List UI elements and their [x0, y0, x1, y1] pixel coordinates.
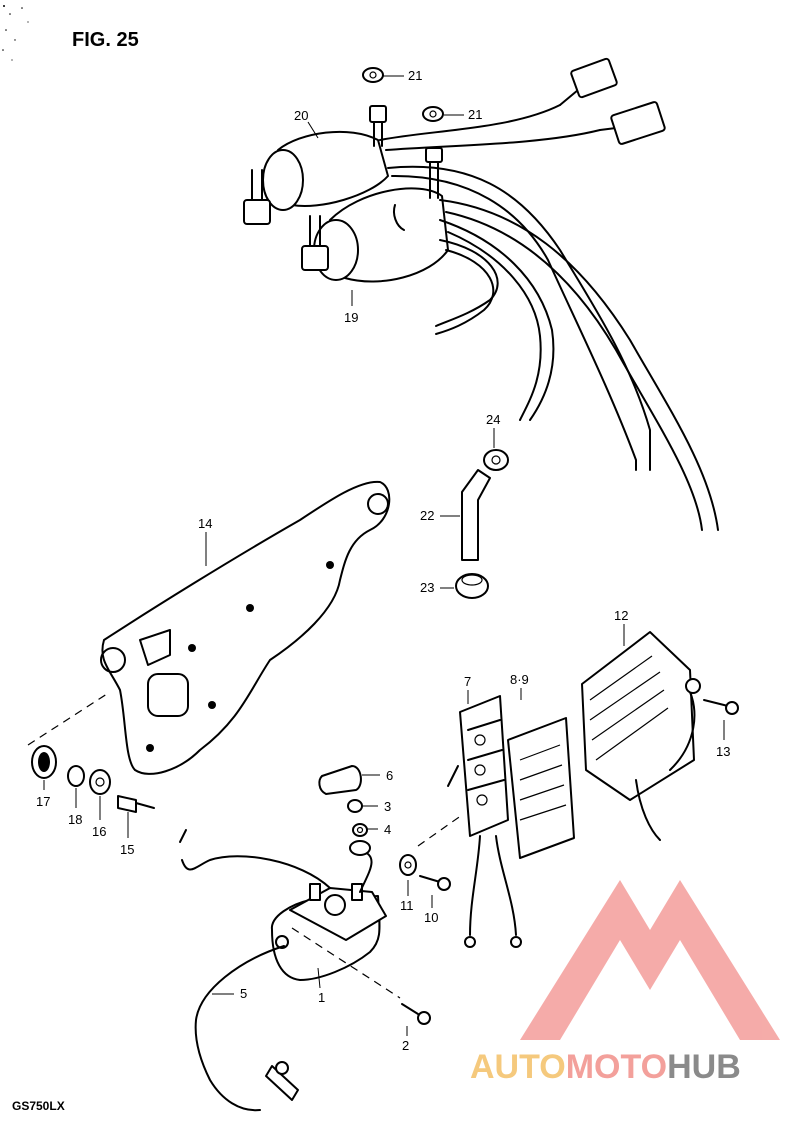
- fuse-cover-8-9: [507, 717, 575, 859]
- callout-17: 17: [36, 794, 50, 809]
- callout-8-9: 8·9: [510, 672, 529, 687]
- boot-23: [455, 573, 489, 599]
- bolt-2: [401, 1003, 431, 1025]
- fuse-box-wires: [464, 835, 522, 948]
- callout-20: 20: [294, 108, 308, 123]
- callout-22: 22: [420, 508, 434, 523]
- collar-18: [67, 765, 85, 787]
- leader-fuse-screw: [417, 814, 463, 847]
- plug-cap-24: [483, 449, 509, 471]
- ignition-coil-20: [243, 105, 389, 225]
- callout-3: 3: [384, 799, 391, 814]
- screw-10: [419, 875, 451, 891]
- watermark-auto: AUTO: [470, 1048, 566, 1086]
- watermark-hub: HUB: [667, 1048, 741, 1086]
- callout-21a: 21: [408, 68, 422, 83]
- nut-3: [347, 799, 363, 813]
- callout-1: 1: [318, 990, 325, 1005]
- starter-lead-5: [179, 829, 373, 1112]
- bracket-14: [100, 480, 391, 775]
- callout-14: 14: [198, 516, 212, 531]
- callout-leaders: [43, 75, 725, 1036]
- model-code: GS750LX: [12, 1099, 65, 1113]
- regulator-12: [581, 631, 701, 841]
- callout-7: 7: [464, 674, 471, 689]
- plug-cap-22: [461, 469, 491, 561]
- callout-4: 4: [384, 822, 391, 837]
- bolt-15: [117, 795, 155, 813]
- starter-relay-1: [270, 883, 387, 981]
- callout-5: 5: [240, 986, 247, 1001]
- nut-4: [352, 823, 368, 837]
- callout-24: 24: [486, 412, 500, 427]
- watermark-moto: MOTO: [566, 1048, 667, 1086]
- bolt-13: [703, 699, 739, 715]
- figure-title: FIG. 25: [72, 29, 139, 51]
- washer-16: [89, 769, 111, 795]
- callout-21b: 21: [468, 107, 482, 122]
- callout-15: 15: [120, 842, 134, 857]
- nut-21-b: [422, 106, 444, 122]
- coil-wiring: [379, 57, 666, 151]
- fuse-box-7: [447, 695, 509, 837]
- watermark-logo-icon: [520, 880, 780, 1040]
- watermark-text: AUTOMOTOHUB: [470, 1048, 741, 1086]
- washer-11: [399, 854, 417, 876]
- callout-10: 10: [424, 910, 438, 925]
- callout-2: 2: [402, 1038, 409, 1053]
- callout-19: 19: [344, 310, 358, 325]
- callout-18: 18: [68, 812, 82, 827]
- cap-6: [318, 765, 362, 795]
- callout-6: 6: [386, 768, 393, 783]
- ignition-coil-19: [301, 147, 449, 283]
- nut-21-a: [362, 67, 384, 83]
- grommet-17: [31, 745, 57, 779]
- spark-plug-leads: [387, 165, 719, 531]
- leader-relay-bolt: [291, 927, 401, 999]
- callout-23: 23: [420, 580, 434, 595]
- callout-11: 11: [400, 898, 414, 913]
- scan-noise: [2, 5, 29, 61]
- leader-bracket-17: [27, 691, 111, 746]
- callout-13: 13: [716, 744, 730, 759]
- callout-12: 12: [614, 608, 628, 623]
- callout-16: 16: [92, 824, 106, 839]
